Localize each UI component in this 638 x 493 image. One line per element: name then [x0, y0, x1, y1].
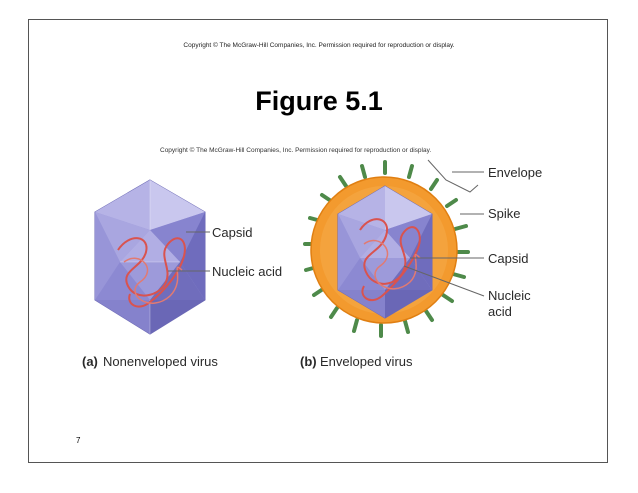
figure-copyright: Copyright © The McGraw-Hill Companies, I… [160, 147, 432, 154]
label-envelope: Envelope [488, 165, 542, 180]
label-nucleic-b-1: Nucleic [488, 288, 531, 303]
label-capsid-a: Capsid [212, 225, 252, 240]
slide-frame [28, 19, 608, 463]
caption-a-letter: (a) [82, 354, 98, 369]
caption-b-text: Enveloped virus [320, 354, 413, 369]
caption-a-text: Nonenveloped virus [103, 354, 218, 369]
envelope-bracket [427, 159, 479, 193]
nucleic-acid-b [359, 218, 421, 302]
page-number: 7 [76, 436, 81, 445]
enveloped-virus [303, 159, 485, 338]
label-capsid-b: Capsid [488, 251, 528, 266]
label-nucleic-b-2: acid [488, 304, 512, 319]
caption-b-letter: (b) [300, 354, 317, 369]
label-spike: Spike [488, 206, 521, 221]
slide-copyright: Copyright © The McGraw-Hill Companies, I… [183, 42, 455, 49]
nonenveloped-virus [94, 179, 210, 335]
nucleic-b-leader [403, 265, 485, 297]
slide-title: Figure 5.1 [255, 86, 383, 116]
label-nucleic-acid-a: Nucleic acid [212, 264, 282, 279]
nucleic-acid-a [117, 237, 186, 308]
